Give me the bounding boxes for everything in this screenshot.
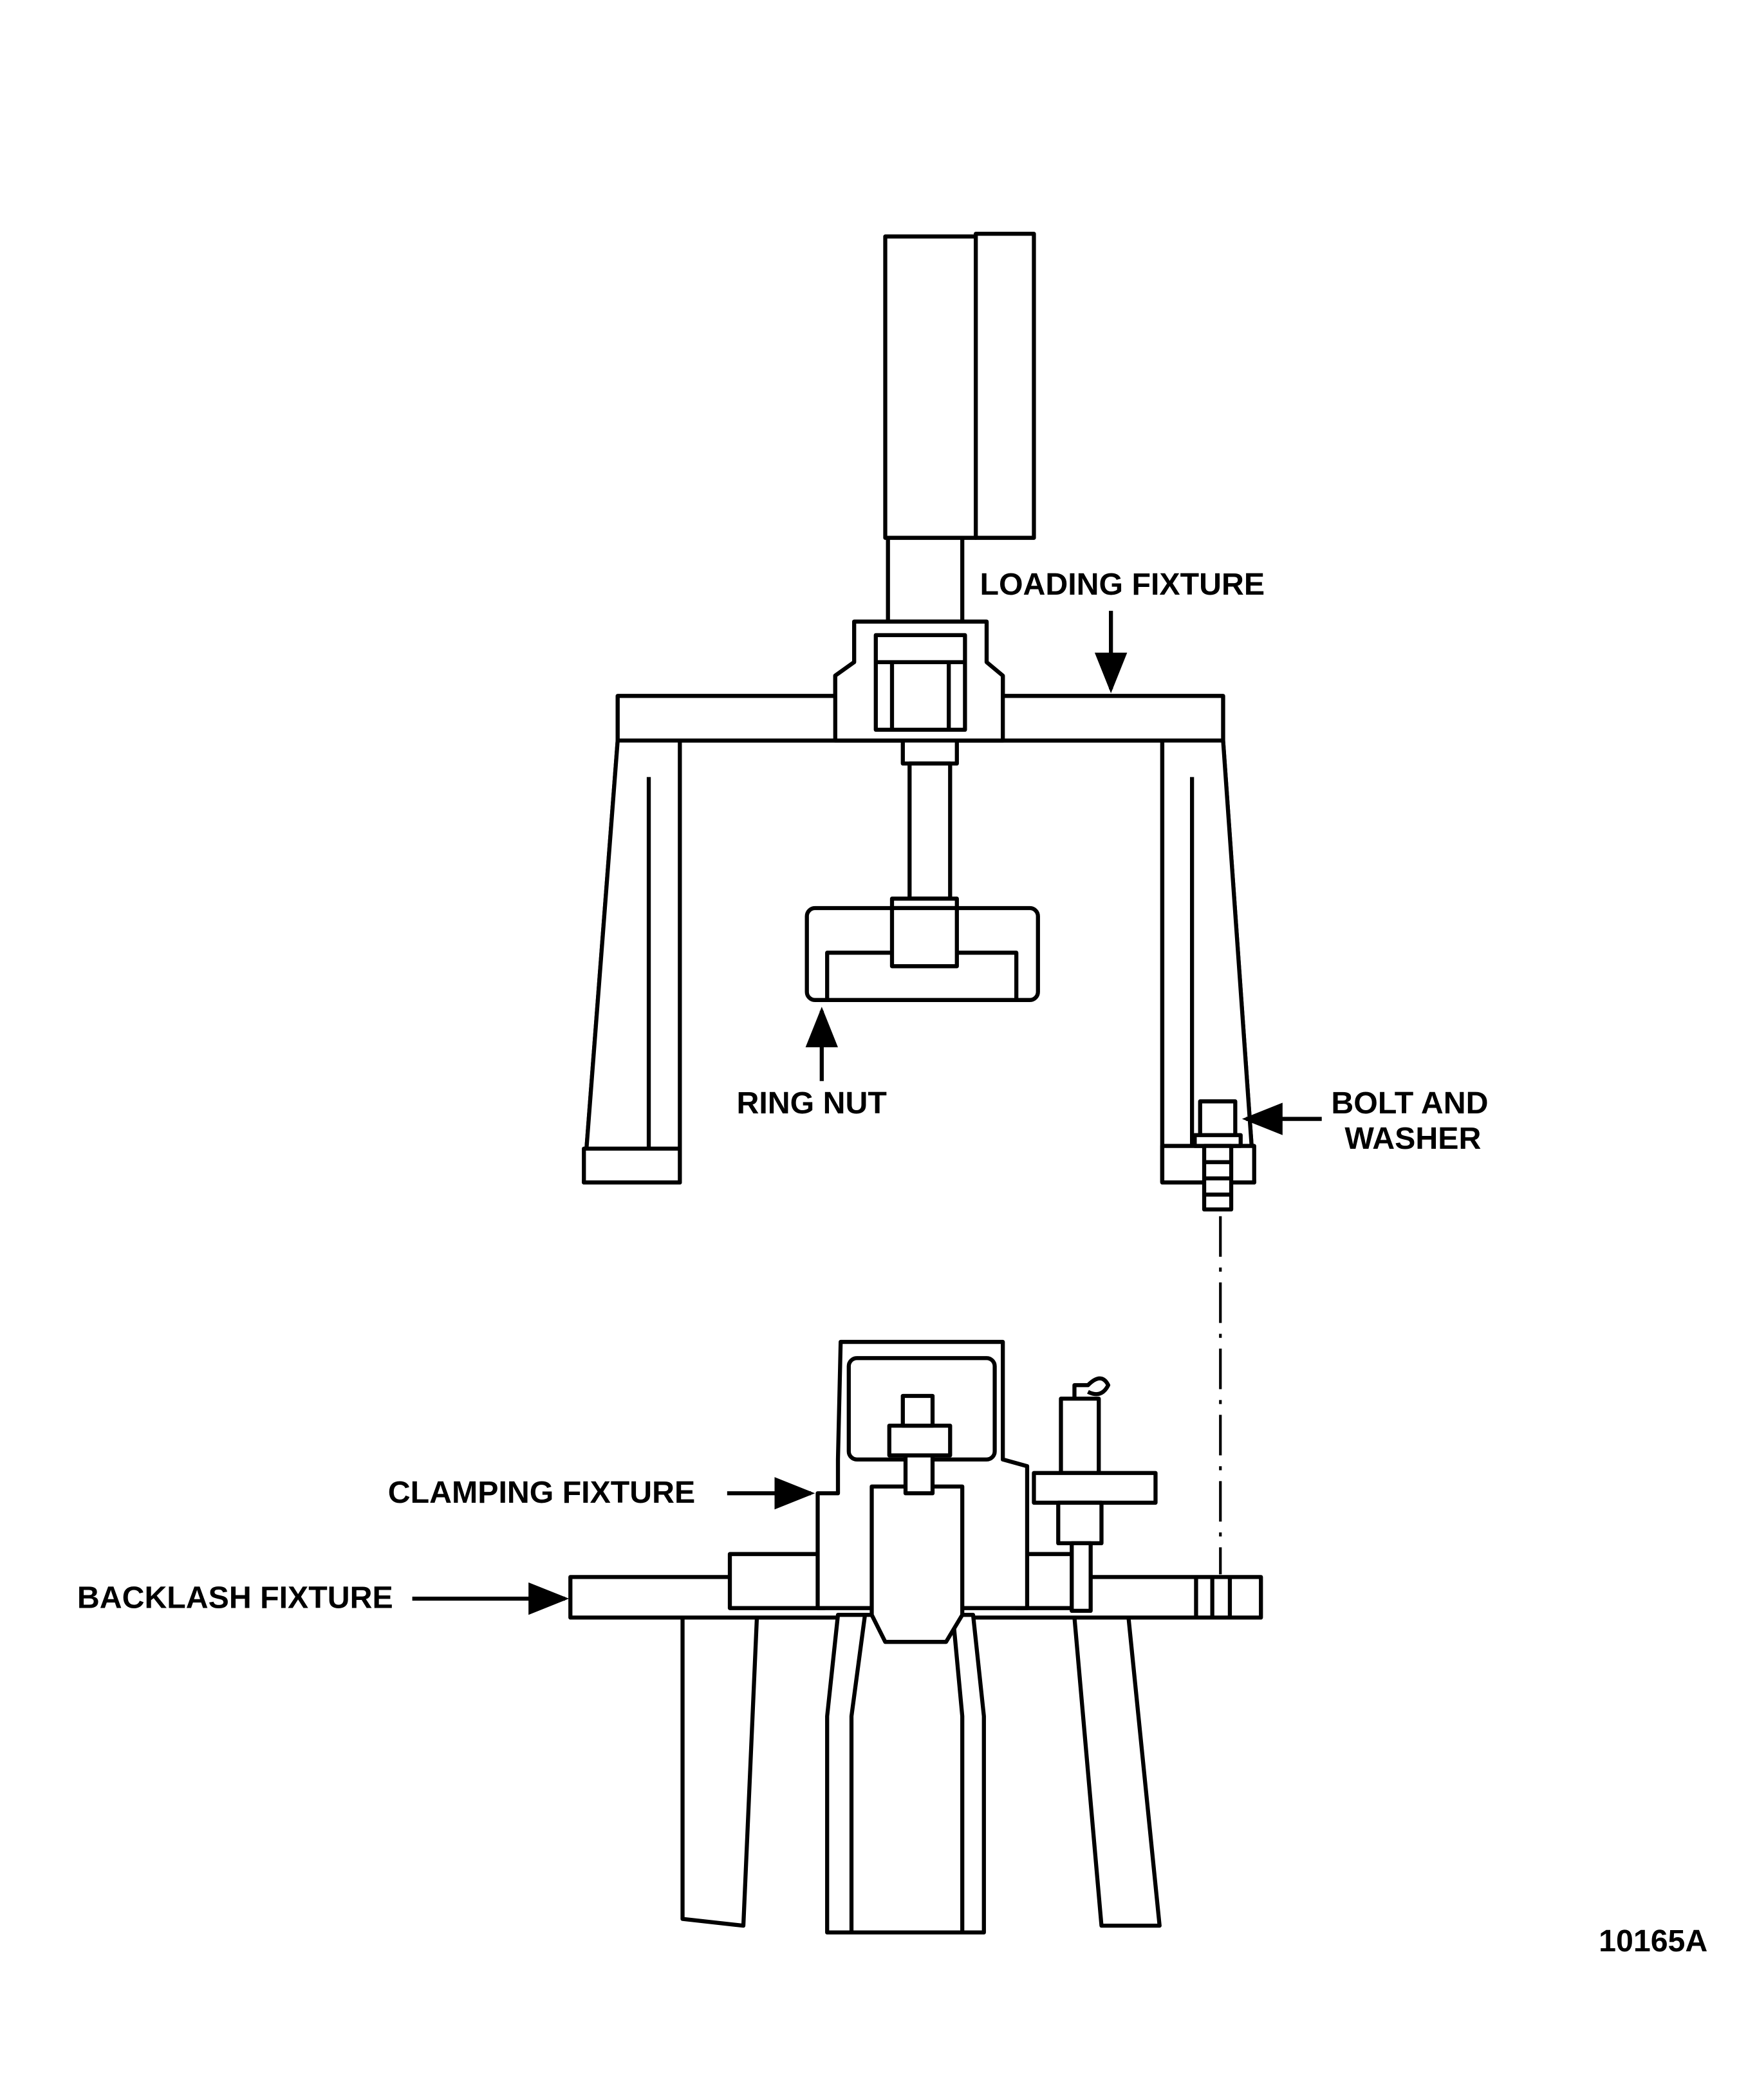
valve-clip — [1072, 1376, 1111, 1399]
gauge-face — [974, 232, 1036, 540]
gauge-body — [883, 234, 978, 540]
valve-body — [1059, 1397, 1101, 1475]
left-leg — [582, 738, 682, 1185]
bolt-head — [1198, 1099, 1238, 1142]
label-backlash-fixture: BACKLASH FIXTURE — [77, 1581, 393, 1615]
figure-number: 10165A — [1599, 1924, 1707, 1958]
label-bolt-and-washer-1: BOLT AND — [1331, 1086, 1488, 1120]
label-bolt-and-washer-2: WASHER — [1344, 1121, 1481, 1156]
gauge-shaft — [886, 535, 965, 624]
label-ring-nut: RING NUT — [737, 1086, 887, 1120]
valve-flange — [1032, 1471, 1158, 1505]
left-foot — [582, 1146, 682, 1185]
bolt-and-washer — [1193, 1099, 1243, 1575]
loading-fixture — [582, 232, 1256, 1185]
hex-nut — [887, 1424, 953, 1458]
adapter-nut — [833, 619, 1005, 743]
lower-assembly — [568, 1339, 1263, 1935]
right-stand-leg — [1072, 1615, 1162, 1928]
thread-end — [900, 1393, 935, 1428]
spindle — [869, 1484, 965, 1644]
left-clamp-block — [727, 1552, 827, 1610]
stem — [907, 761, 953, 901]
left-stand-leg — [680, 1615, 759, 1928]
center-tube — [825, 1613, 986, 1935]
label-clamping-fixture: CLAMPING FIXTURE — [388, 1475, 695, 1510]
label-loading-fixture: LOADING FIXTURE — [980, 567, 1265, 602]
